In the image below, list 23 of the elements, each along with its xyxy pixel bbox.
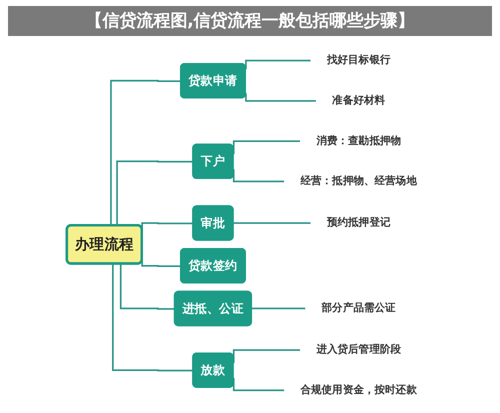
node-text: 准备好材料 (332, 94, 386, 107)
node-text: 合规使用资金，按时还款 (300, 384, 417, 396)
connector (245, 60, 311, 70)
connector (251, 308, 306, 310)
connector (141, 222, 193, 230)
node-text: 经营：抵押物、经营场地 (300, 175, 417, 188)
connector (120, 264, 175, 310)
connector (141, 260, 181, 268)
connector (232, 378, 284, 392)
connector (232, 169, 284, 182)
connector (232, 140, 300, 154)
connector (110, 80, 181, 226)
connector (232, 349, 300, 364)
node-text: 预约抵押登记 (326, 216, 390, 230)
node-text: 进入贷后管理阶段 (316, 344, 402, 356)
connector (232, 222, 311, 224)
node-text: 找好目标银行 (326, 54, 390, 67)
connector (112, 264, 193, 372)
connector (116, 160, 193, 226)
node-text: 消费：查勘抵押物 (316, 134, 402, 148)
title: 【信贷流程图,信贷流程一般包括哪些步骤】 (8, 6, 492, 36)
node-text: 部分产品需公证 (322, 302, 396, 314)
connector (245, 93, 316, 102)
